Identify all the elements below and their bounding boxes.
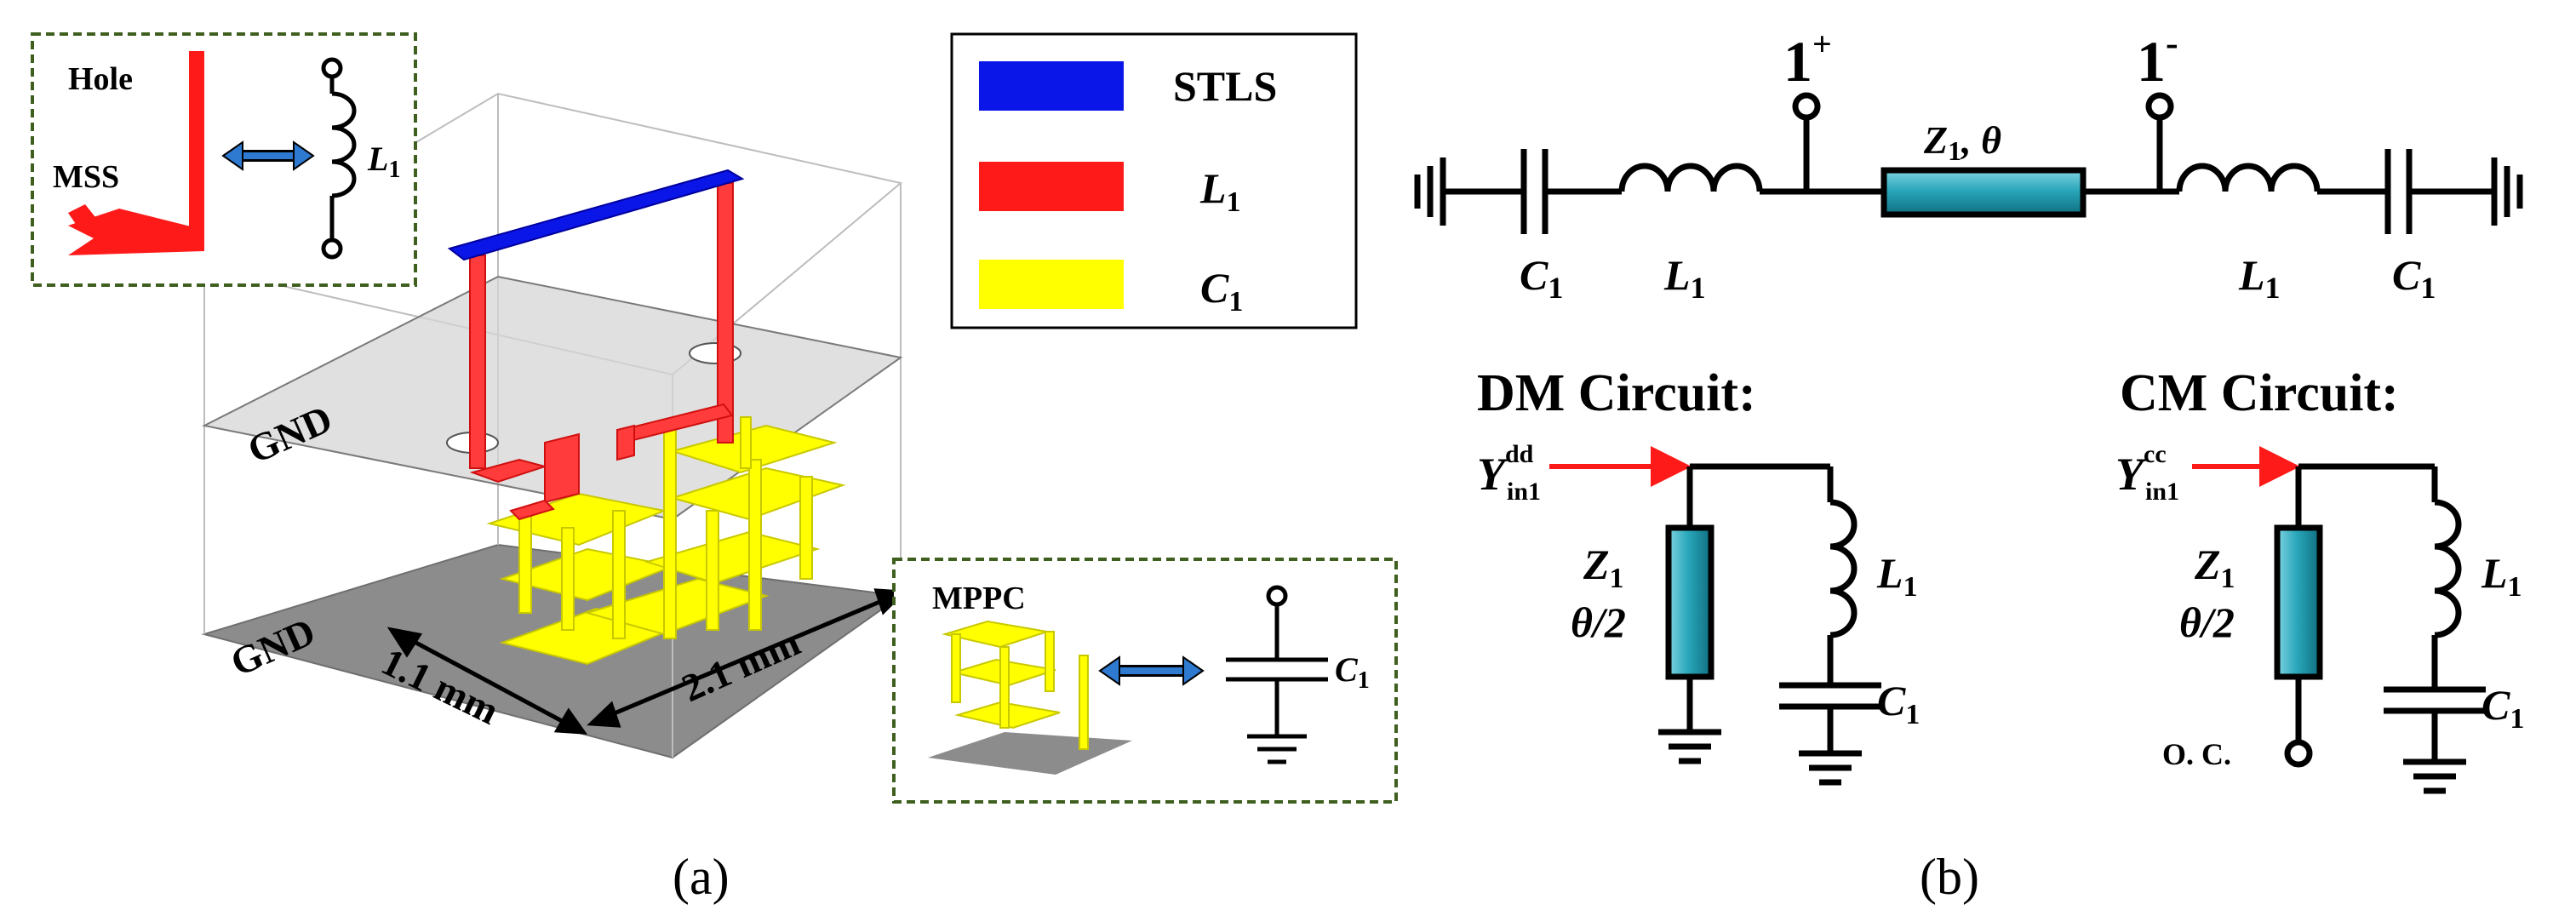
cm-transmission-line [2274, 524, 2323, 680]
mppc-label: MPPC [932, 581, 1026, 616]
c1-left-label: C1 [1520, 251, 1563, 305]
dm-title: DM Circuit: [1477, 364, 1756, 422]
inset-inductor-symbol [321, 57, 357, 260]
dm-z-label: Z1 [1583, 541, 1624, 594]
legend-label-c1: C1 [1200, 264, 1243, 318]
inset-mppc-structure [942, 620, 1089, 750]
inset-l1-label: L1 [367, 140, 400, 183]
double-arrow-icon [221, 140, 315, 171]
caption-a: (a) [673, 849, 730, 905]
port-minus-label: 1- [2137, 22, 2178, 94]
legend-swatch-c1 [979, 260, 1124, 309]
mss-label: MSS [53, 159, 119, 195]
capacitor-inset: MPPC [892, 558, 1398, 804]
inductor-inset: Hole MSS L1 [31, 32, 417, 287]
stls-strip [447, 169, 745, 261]
dm-c-label: C1 [1877, 677, 1920, 730]
legend-label-l1: L1 [1199, 164, 1241, 218]
l1-right-label: L1 [2238, 251, 2281, 305]
transmission-line [1880, 167, 2087, 218]
panel-a: GND GND 1.1 mm 2.1 mm STLS L1 C1 Hole [31, 32, 1398, 905]
cm-c-label: C1 [2482, 681, 2524, 735]
dm-l-label: L1 [1876, 549, 1918, 603]
cm-oc-label: O. C. [2162, 737, 2231, 771]
dm-theta-label: θ/2 [1571, 598, 1626, 646]
inset-capacitor-symbol [1226, 585, 1328, 764]
legend-swatch-stls [979, 61, 1124, 111]
dimension-arrows [386, 588, 907, 735]
port-plus-label: 1+ [1783, 25, 1832, 94]
cm-title: CM Circuit: [2120, 364, 2399, 422]
full-equivalent-circuit [1414, 117, 2523, 234]
cm-l-label: L1 [2481, 549, 2522, 603]
cm-theta-label: θ/2 [2179, 598, 2235, 646]
cm-open-terminal [2284, 739, 2313, 768]
legend: STLS L1 C1 [950, 32, 1358, 329]
c1-right-label: C1 [2392, 251, 2436, 305]
double-arrow-icon-2 [1098, 655, 1205, 686]
port-minus-terminal [2145, 92, 2174, 121]
legend-swatch-l1 [979, 162, 1124, 211]
caption-b: (b) [1920, 849, 1979, 905]
capacitor-structure [486, 416, 846, 666]
inductor-structure [469, 182, 734, 521]
inset-c1-label: C1 [1335, 650, 1370, 694]
hole-label: Hole [68, 61, 133, 97]
inset-hole-via [189, 51, 204, 234]
port-plus-terminal [1792, 92, 1821, 121]
tl-label: Z1, θ [1923, 118, 2001, 166]
cm-z-label: Z1 [2194, 541, 2235, 594]
dm-transmission-line [1665, 524, 1714, 680]
inset-mss-strip [68, 209, 204, 255]
l1-left-label: L1 [1663, 251, 1706, 305]
legend-label-stls: STLS [1173, 62, 1277, 110]
